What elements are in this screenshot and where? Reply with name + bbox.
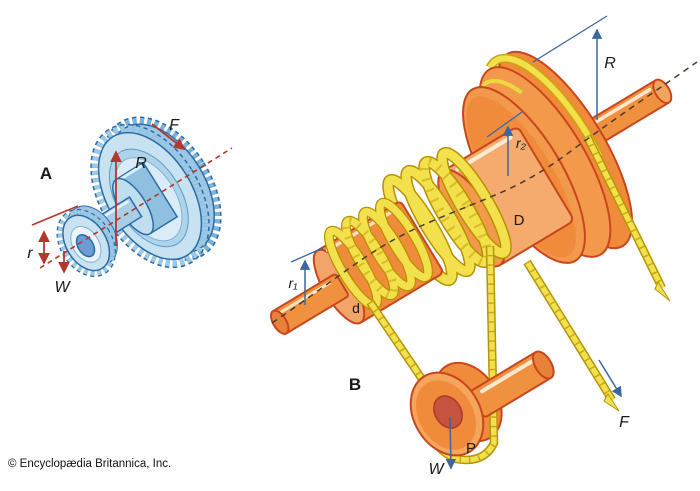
label-drum-large: D: [514, 212, 525, 229]
large-coil: [437, 148, 511, 258]
small-coil-braid: [342, 216, 398, 300]
label-wheel-radius-b: R: [604, 55, 616, 72]
r-tick-line-a: [31, 205, 79, 226]
hauling-rope: [524, 260, 615, 402]
arrow-force-a: [151, 123, 186, 151]
groove-rope-group: [485, 53, 604, 159]
large-coils: [382, 146, 512, 287]
groove-rope: [487, 55, 602, 158]
pulley-hub: [433, 395, 463, 429]
r1-tick: [290, 247, 324, 263]
slack-rope-tip: [654, 280, 671, 302]
label-r2: r₂: [516, 135, 527, 151]
pulley-axle-cap: [531, 350, 555, 380]
hauling-rope-tip: [603, 393, 620, 412]
right-axle-highlight: [594, 87, 652, 124]
small-coil: [376, 198, 432, 282]
small-coils: [323, 197, 434, 311]
right-axle-cap: [652, 78, 673, 105]
small-gear-teeth: [57, 210, 115, 276]
axis-dashed-a: [39, 147, 233, 269]
gear-assembly-a: A R F r W: [27, 116, 233, 296]
gear-assembly-a-rotated: [56, 116, 222, 277]
label-r1: r₁: [288, 275, 298, 291]
axis-dashed-b: [271, 61, 698, 324]
front-groove-rope: [481, 78, 523, 95]
label-axle-radius-a: r: [27, 245, 33, 262]
r2-tick: [486, 111, 523, 138]
label-weight-b: W: [428, 461, 445, 478]
label-drum-small: d: [352, 300, 360, 316]
label-pulley: P: [466, 440, 476, 457]
wheel-radius-tick-b: [532, 15, 608, 63]
arrow-weight-b: [445, 416, 457, 470]
large-coil-braid: [419, 157, 493, 267]
arrow-force-b: [598, 359, 622, 398]
left-axle-cap: [270, 309, 290, 335]
slack-rope: [584, 134, 665, 290]
hub-highlight: [117, 164, 143, 182]
label-wheel-radius-a: R: [135, 155, 147, 172]
left-axle-group: [270, 273, 349, 335]
pulley-axle-highlight: [480, 359, 534, 394]
panel-a-label: A: [40, 164, 52, 183]
copyright-text: © Encyclopædia Britannica, Inc.: [8, 458, 171, 470]
label-force-a: F: [169, 117, 180, 134]
label-force-b: F: [619, 414, 630, 431]
windlass-assembly-b: B R r₂ r₁ D d P W F: [270, 15, 698, 478]
label-weight-a: W: [54, 279, 71, 296]
panel-b-label: B: [349, 375, 361, 394]
large-coil: [401, 166, 475, 276]
small-gear-bore: [75, 234, 96, 258]
